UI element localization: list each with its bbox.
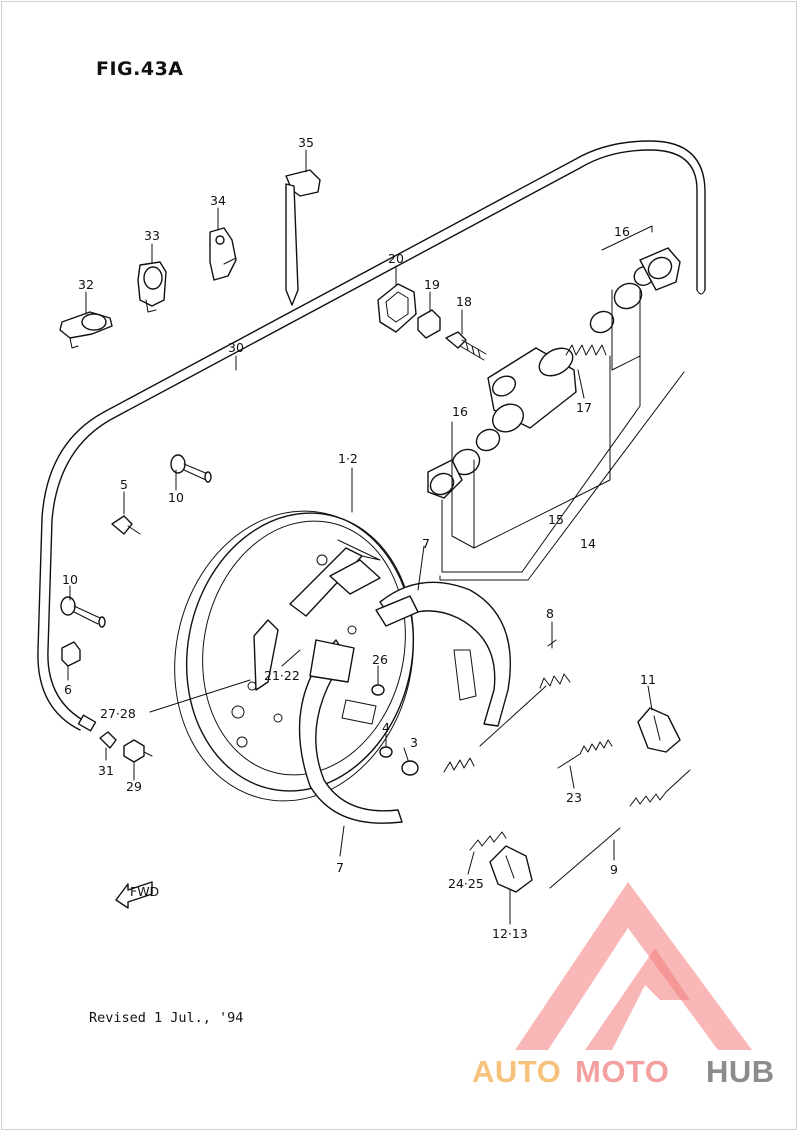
callout-33: 33 bbox=[144, 228, 160, 243]
clip-35 bbox=[285, 169, 321, 306]
callout-30: 30 bbox=[228, 340, 244, 355]
spring-24-25 bbox=[469, 831, 507, 851]
callout-34: 34 bbox=[210, 193, 226, 208]
clip-26 bbox=[371, 684, 385, 696]
callout-8: 8 bbox=[546, 606, 554, 621]
callout-1-2: 1·2 bbox=[338, 451, 358, 466]
forward-badge-text: FWD bbox=[130, 884, 159, 899]
pin-10-upper bbox=[170, 454, 212, 483]
callout-31: 31 bbox=[98, 763, 114, 778]
figure-title: FIG.43A bbox=[96, 58, 184, 80]
callout-4: 4 bbox=[382, 720, 390, 735]
callout-27-28: 27·28 bbox=[100, 706, 136, 721]
callout-7-upper: 7 bbox=[422, 536, 430, 551]
callout-18: 18 bbox=[456, 294, 472, 309]
callout-10-upper: 10 bbox=[168, 490, 184, 505]
callout-5: 5 bbox=[120, 477, 128, 492]
watermark-moto: MOTO bbox=[575, 1054, 669, 1089]
callout-35: 35 bbox=[298, 135, 314, 150]
callout-11: 11 bbox=[640, 672, 656, 687]
forward-arrow-icon: FWD bbox=[115, 881, 159, 909]
callout-20: 20 bbox=[388, 251, 404, 266]
watermark-auto: AUTO bbox=[472, 1054, 561, 1089]
brake-shoe-lower-7 bbox=[298, 639, 403, 824]
callout-29: 29 bbox=[126, 779, 142, 794]
leader-lines bbox=[67, 149, 653, 925]
bolt-29 bbox=[123, 739, 153, 763]
callout-3: 3 bbox=[410, 735, 418, 750]
callout-32: 32 bbox=[78, 277, 94, 292]
pin-10-lower bbox=[60, 596, 106, 628]
brake-pipe-30 bbox=[37, 140, 706, 732]
callout-10-lower: 10 bbox=[62, 572, 78, 587]
callout-21-22: 21·22 bbox=[264, 668, 300, 683]
callout-24-25: 24·25 bbox=[448, 876, 484, 891]
spring-9 bbox=[549, 769, 691, 889]
watermark-text: AUTO MOTO HUB bbox=[472, 1054, 775, 1089]
callout-7-lower: 7 bbox=[336, 860, 344, 875]
nut-6 bbox=[61, 641, 81, 667]
clip-12-13 bbox=[489, 845, 533, 893]
bolt-5 bbox=[111, 515, 141, 535]
clip-33 bbox=[137, 261, 167, 313]
callout-16-lower: 16 bbox=[452, 404, 468, 419]
callout-14: 14 bbox=[580, 536, 596, 551]
clip-32 bbox=[59, 311, 113, 349]
callout-16-upper: 16 bbox=[614, 224, 630, 239]
backing-plate bbox=[174, 510, 415, 802]
watermark-logo bbox=[515, 882, 752, 1050]
callout-labels: 35 34 33 32 30 20 19 18 16 16 17 15 14 1… bbox=[62, 135, 656, 941]
callout-17: 17 bbox=[576, 400, 592, 415]
clip-11 bbox=[637, 707, 681, 753]
callout-23: 23 bbox=[566, 790, 582, 805]
spring-23 bbox=[557, 739, 613, 769]
bolt-3 bbox=[401, 760, 419, 776]
callout-15: 15 bbox=[548, 512, 564, 527]
brake-shoe-upper-7 bbox=[375, 581, 511, 727]
callout-19: 19 bbox=[424, 277, 440, 292]
washer-4 bbox=[379, 746, 393, 758]
callout-9: 9 bbox=[610, 862, 618, 877]
revision-note: Revised 1 Jul., '94 bbox=[89, 1010, 244, 1026]
callout-12-13: 12·13 bbox=[492, 926, 528, 941]
wheel-cylinder-assembly bbox=[377, 225, 685, 581]
callout-26: 26 bbox=[372, 652, 388, 667]
watermark-hub: HUB bbox=[706, 1054, 775, 1089]
callout-6: 6 bbox=[64, 682, 72, 697]
clip-31 bbox=[99, 731, 117, 749]
clip-34 bbox=[209, 227, 237, 281]
